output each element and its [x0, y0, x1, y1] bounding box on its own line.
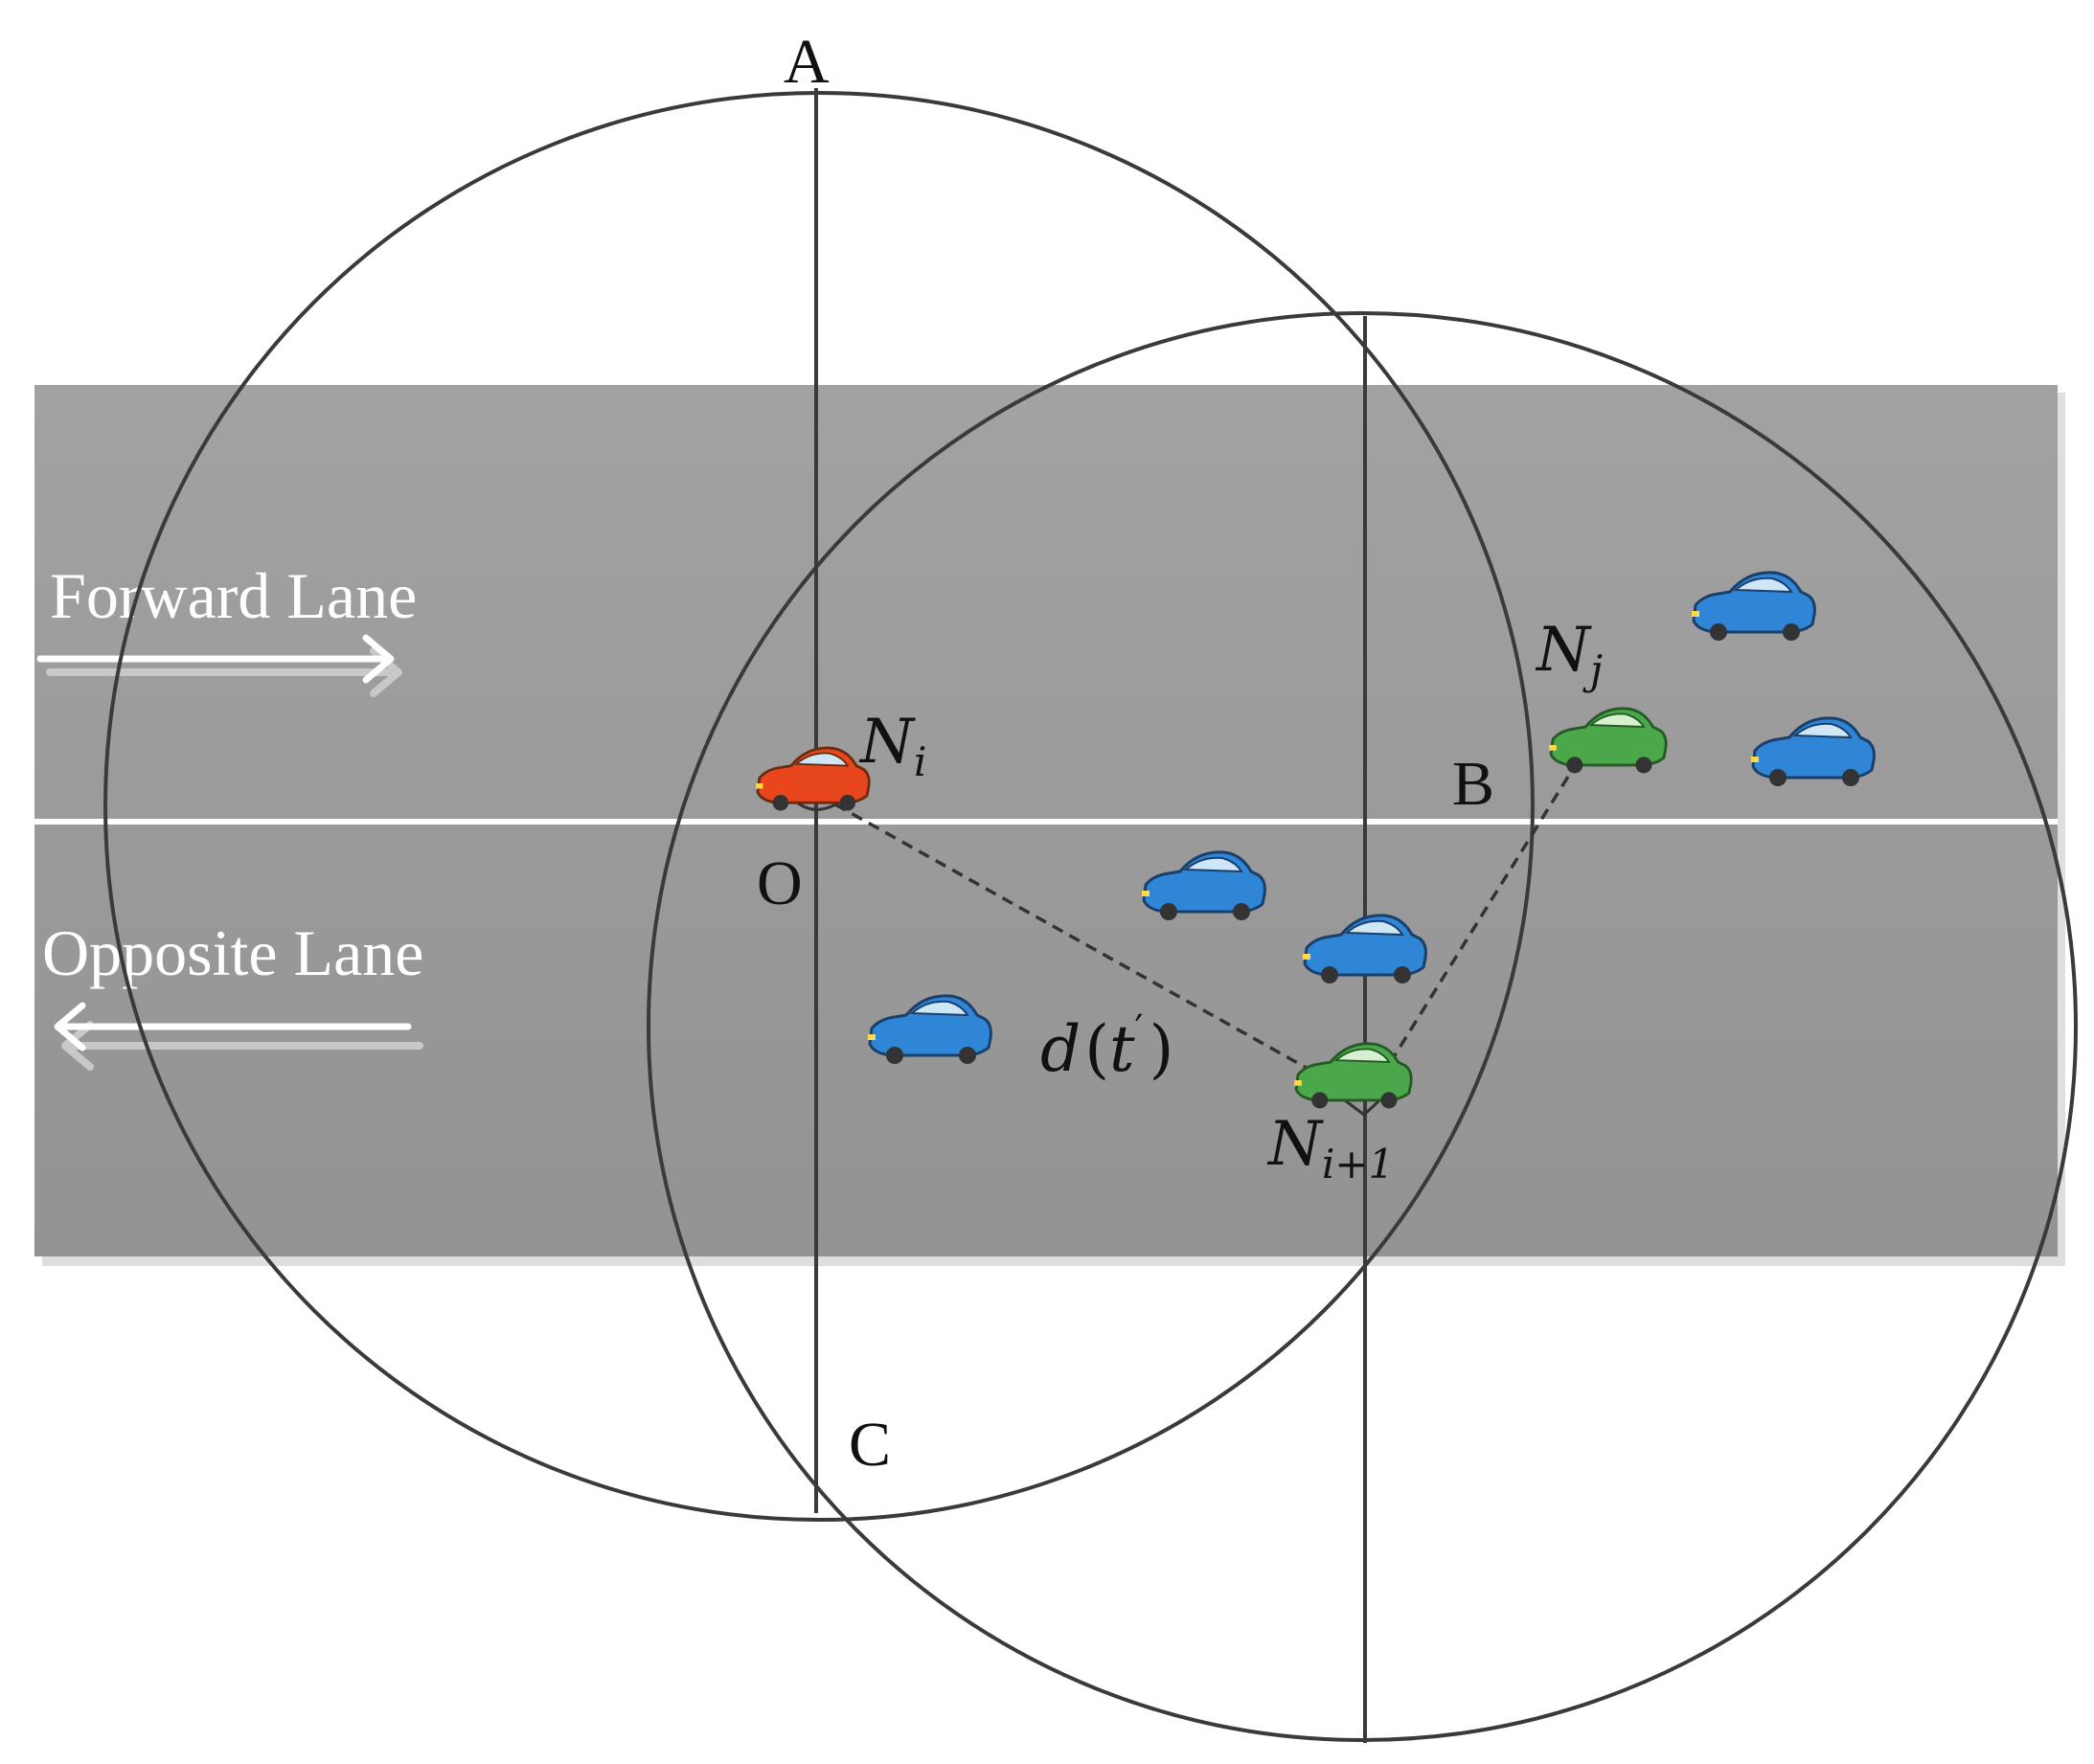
- opposite-lane-label: Opposite Lane: [42, 916, 423, 989]
- forward-lane-label: Forward Lane: [50, 559, 417, 632]
- node-label-ni1-sub: i+1: [1322, 1141, 1394, 1187]
- node-label-ni1: Ni+1: [1266, 1109, 1394, 1187]
- distance-label-close: ): [1149, 1012, 1174, 1086]
- distance-label: d(t′): [1040, 1007, 1173, 1086]
- opposite-arrow-icon: [54, 1002, 423, 1071]
- car-blue-5: [868, 994, 992, 1064]
- node-label-ni-sub: i: [914, 738, 926, 785]
- point-label-b: B: [1452, 749, 1494, 819]
- link-ni1-nj: [1368, 756, 1582, 1097]
- distance-link-ni-ni1: [834, 803, 1354, 1096]
- distance-label-open: (: [1084, 1012, 1109, 1086]
- node-label-ni1-base: N: [1266, 1109, 1324, 1180]
- range-circle-ni: [103, 91, 1535, 1522]
- range-circle-ni1: [647, 311, 2078, 1742]
- point-label-a: A: [784, 27, 830, 97]
- car-ni-red: [756, 746, 871, 811]
- distance-label-t: t: [1109, 1012, 1135, 1086]
- car-nj-green: [1549, 707, 1668, 774]
- car-blue-2: [1751, 716, 1876, 786]
- forward-arrow-icon: [36, 634, 402, 697]
- car-blue-1: [1692, 571, 1816, 641]
- node-label-nj: Nj: [1535, 615, 1603, 693]
- point-label-o: O: [757, 848, 803, 918]
- node-label-ni: Ni: [858, 707, 926, 785]
- node-label-nj-base: N: [1535, 615, 1592, 686]
- distance-label-f: d: [1040, 1012, 1081, 1086]
- node-label-ni-base: N: [858, 707, 916, 778]
- distance-label-prime: ′: [1135, 1007, 1144, 1052]
- car-ni1-green: [1294, 1042, 1413, 1109]
- point-label-c: C: [849, 1410, 891, 1480]
- car-blue-4: [1303, 914, 1427, 984]
- car-blue-3: [1142, 850, 1266, 920]
